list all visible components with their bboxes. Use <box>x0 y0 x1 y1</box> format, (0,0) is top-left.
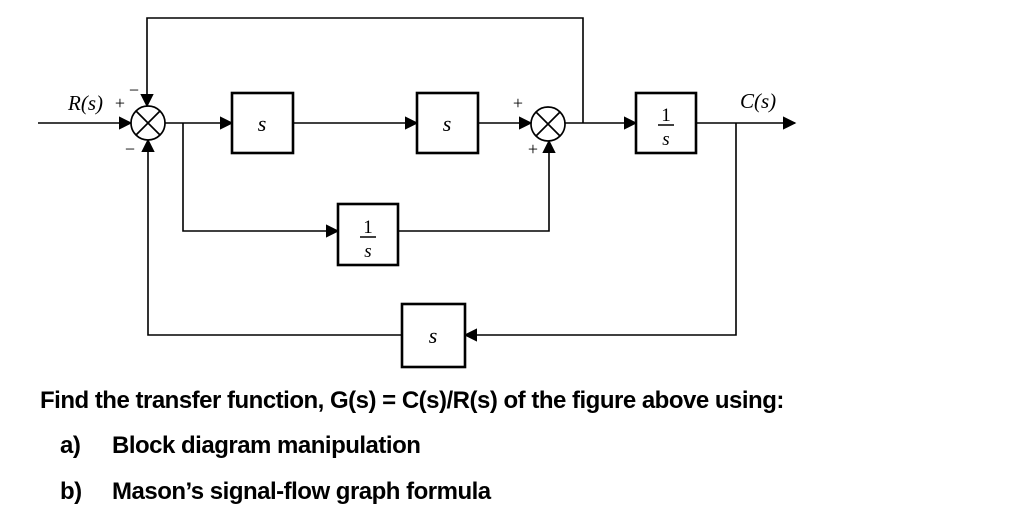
branch-to-mid-integrator-line <box>182 123 340 238</box>
question-item-b-text: Mason’s signal-flow graph formula <box>112 478 491 505</box>
block-forward2-box <box>415 91 480 155</box>
block-mid-integrator-box <box>336 202 400 267</box>
block-mid-integrator-numerator: 1 <box>363 217 373 238</box>
summing-junction-2 <box>530 106 566 142</box>
block-out-integrator-numerator: 1 <box>661 105 671 126</box>
block-feedback-label: s <box>429 323 438 348</box>
output-branch-to-feedback-line <box>463 123 737 342</box>
block-forward2-label: s <box>443 111 452 136</box>
feedback-to-sum1-line <box>141 138 402 336</box>
sum1-input-sign: + <box>115 93 125 113</box>
block-out-integrator: 1 s <box>634 91 698 155</box>
sum1-bottom-sign: − <box>125 139 135 159</box>
block-forward1: s <box>230 91 295 155</box>
question-item-b: b) Mason’s signal-flow graph formula <box>60 478 491 506</box>
summing-junction-1-cross-icon <box>135 110 161 136</box>
block-feedback-box <box>400 302 467 369</box>
question-item-a-text: Block diagram manipulation <box>112 432 421 459</box>
block-feedback: s <box>400 302 467 369</box>
summing-junction-2-cross-icon <box>535 111 561 137</box>
block-forward2: s <box>415 91 480 155</box>
top-feedback-line <box>140 17 584 123</box>
sum2-input-sign: + <box>513 93 523 113</box>
question-item-a-marker: a) <box>60 432 81 459</box>
block-mid-integrator-denominator: s <box>364 241 371 262</box>
sum1-top-sign: − <box>129 80 139 100</box>
block-mid-integrator: 1 s <box>336 202 400 267</box>
question-item-b-marker: b) <box>60 478 82 505</box>
sum2-bottom-sign: + <box>528 139 538 159</box>
block-out-integrator-box <box>634 91 698 155</box>
mid-integrator-to-sum2-line <box>398 139 556 232</box>
block-diagram: s s 1 s 1 s s R(s) C(s) + <box>38 17 797 369</box>
summing-junction-1 <box>130 105 166 141</box>
input-signal-label: R(s) <box>67 91 103 115</box>
block-forward1-label: s <box>258 111 267 136</box>
question-prompt: Find the transfer function, G(s) = C(s)/… <box>40 387 784 414</box>
block-forward1-box <box>230 91 295 155</box>
block-out-integrator-denominator: s <box>662 129 669 150</box>
question-item-a: a) Block diagram manipulation <box>60 432 421 460</box>
output-signal-label: C(s) <box>740 89 776 113</box>
